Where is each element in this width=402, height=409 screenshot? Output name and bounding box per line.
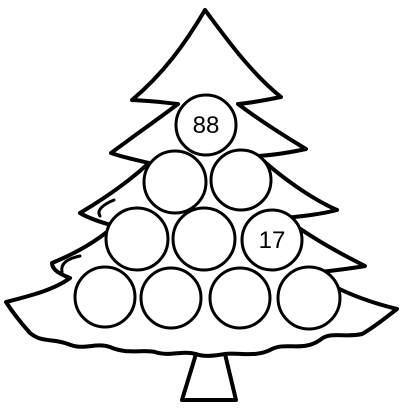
ornament-circle [211,150,271,210]
ornament-number: 17 [259,227,286,254]
ornament-circle [106,208,168,270]
ornament-circle [173,208,235,270]
ornament-number: 88 [193,112,220,139]
ornament-circle [75,267,135,327]
ornament-circle [144,151,206,213]
tree-trunk [182,354,236,400]
ornament-circle [278,267,340,329]
ornament-circle [210,268,270,328]
ornament-circle [141,268,201,328]
